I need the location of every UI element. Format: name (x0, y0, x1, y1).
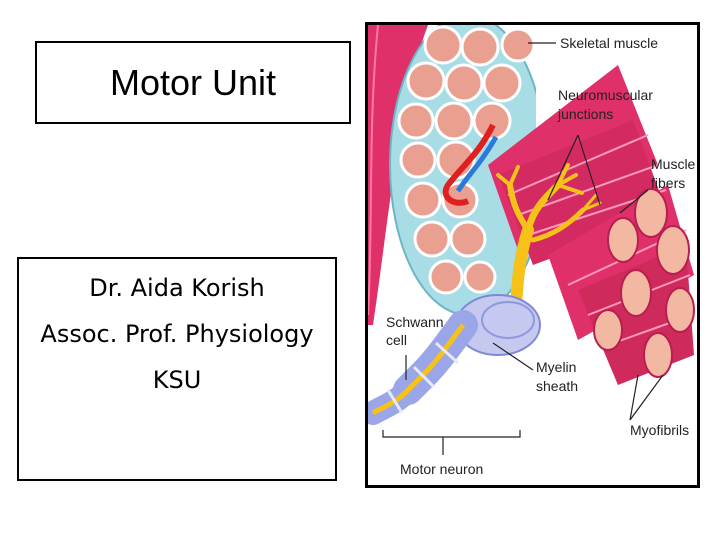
outer-muscle-stripe (368, 25, 379, 316)
label-skeletal-muscle: Skeletal muscle (560, 35, 658, 51)
label-sheath: sheath (536, 378, 578, 394)
artery (442, 123, 496, 206)
label-cell: cell (386, 332, 407, 348)
outer-muscle-shape (368, 25, 428, 325)
title-box: Motor Unit (35, 41, 351, 124)
label-myofibrils: Myofibrils (630, 422, 689, 438)
motor-unit-illustration: Skeletal muscle Neuromuscular junctions … (365, 22, 700, 488)
leader-lines (382, 42, 664, 455)
label-neuromuscular: Neuromuscular (558, 87, 653, 103)
vein (455, 135, 499, 193)
author-name: Dr. Aida Korish (89, 274, 265, 302)
author-position: Assoc. Prof. Physiology (40, 320, 314, 348)
fascicles (397, 25, 536, 295)
myelin-segments (386, 341, 460, 414)
myelinated-axon (368, 294, 541, 425)
author-institution: KSU (152, 366, 202, 394)
label-fibers: fibers (651, 175, 685, 191)
label-schwann: Schwann (386, 314, 444, 330)
label-motor-neuron: Motor neuron (400, 461, 483, 477)
label-myelin: Myelin (536, 359, 576, 375)
motor-unit-svg: Skeletal muscle Neuromuscular junctions … (368, 25, 696, 477)
label-muscle: Muscle (651, 156, 696, 172)
label-junctions: junctions (557, 106, 613, 122)
author-box: Dr. Aida Korish Assoc. Prof. Physiology … (17, 257, 337, 481)
slide-title: Motor Unit (109, 61, 277, 103)
muscle-cross-section (389, 25, 536, 316)
fiber-end-caps (593, 188, 695, 378)
